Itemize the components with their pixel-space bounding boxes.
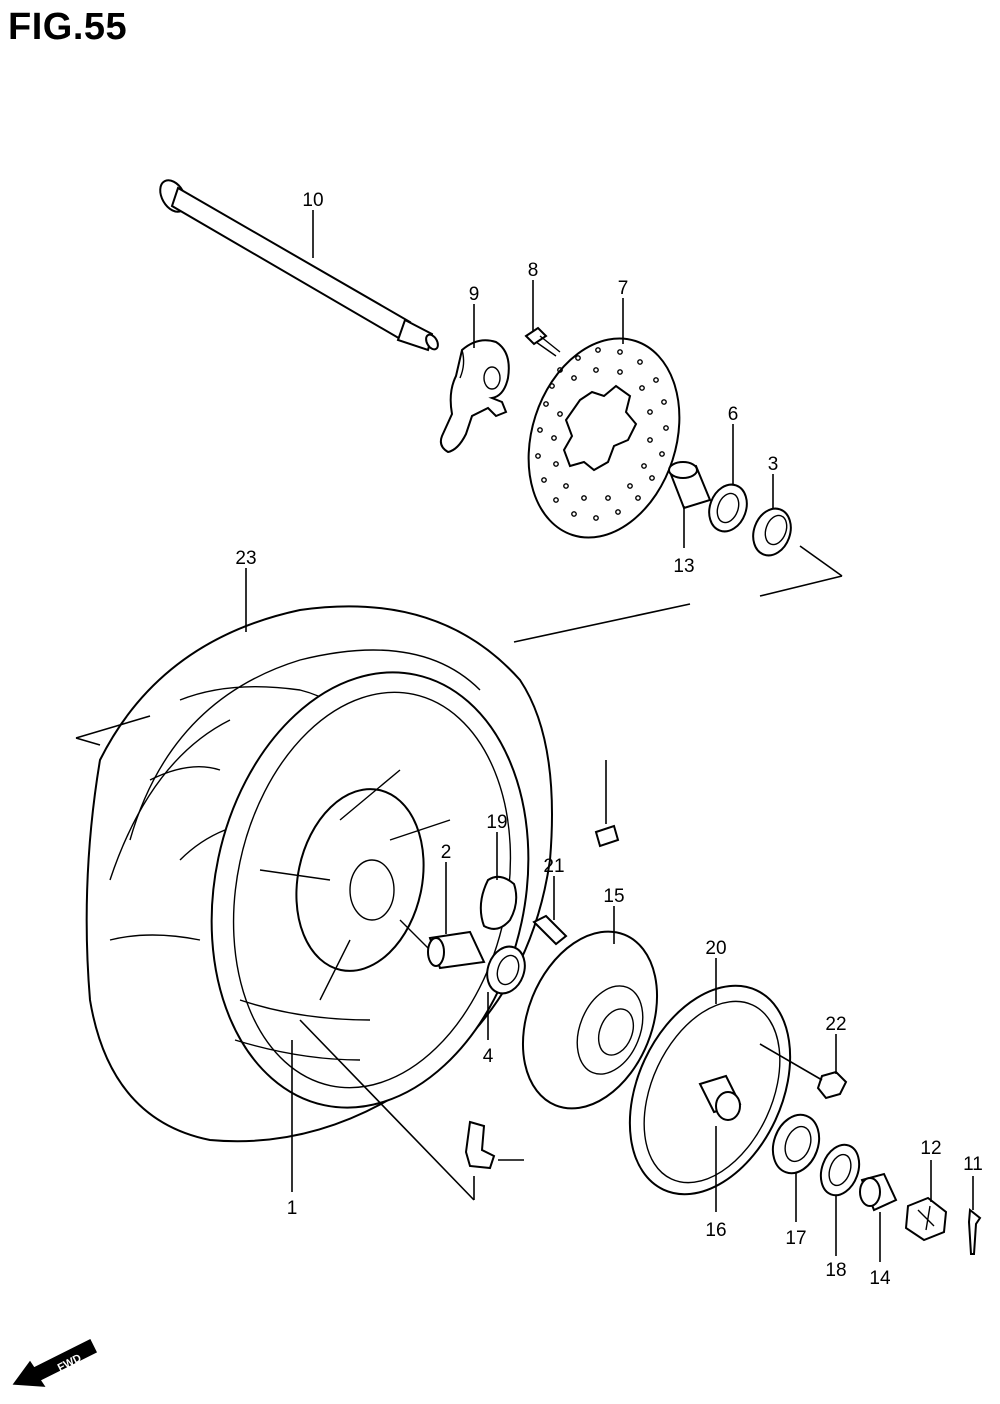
leader-lines	[75, 210, 974, 1262]
callout-8: 10	[302, 190, 323, 211]
disc-drill-holes	[535, 347, 669, 521]
part-bearing-3-upper	[752, 507, 792, 557]
callout-16: 18	[825, 1260, 846, 1281]
part-oil-seal-4	[708, 483, 748, 533]
part-bolt-19	[532, 914, 568, 946]
callout-15: 17	[785, 1228, 806, 1249]
part-bolt-6	[524, 326, 561, 357]
part-nut-20	[816, 1070, 848, 1100]
part-spacer-11	[668, 461, 712, 510]
callout-12: 14	[869, 1268, 891, 1289]
callout-1: 1	[287, 1198, 298, 1219]
part-caliper-bracket	[439, 339, 510, 454]
callout-10: 12	[920, 1138, 941, 1159]
callout-19: 21	[543, 856, 564, 877]
callout-labels: 10 9 8 7 6 3 13 23 19 2 21 15 20 22 4 1 …	[235, 190, 982, 1289]
part-valve-22	[464, 1120, 496, 1170]
callout-14: 16	[705, 1220, 726, 1241]
callout-13: 15	[603, 886, 624, 907]
callout-2: 2	[441, 842, 452, 863]
callout-11: 13	[673, 556, 694, 577]
part-sprocket-drum	[521, 930, 659, 1110]
callout-21: 23	[235, 548, 256, 569]
callout-17: 19	[486, 812, 507, 833]
callout-18: 20	[705, 938, 726, 959]
callout-3-lower: 4	[483, 1046, 494, 1067]
callout-6: 8	[528, 260, 539, 281]
part-oil-seal-16	[819, 1143, 861, 1197]
part-spacer-2	[427, 930, 486, 970]
part-stud-14	[698, 1074, 742, 1121]
part-brake-disc	[527, 337, 681, 539]
part-bearing-15	[771, 1113, 821, 1175]
part-axle	[159, 179, 439, 352]
part-bearing-3-lower	[486, 945, 526, 995]
figure-title: FIG.55	[8, 6, 128, 48]
part-wheel-rim	[210, 671, 530, 1109]
callout-5: 7	[618, 278, 629, 299]
callout-4: 6	[728, 404, 739, 425]
callout-3-upper: 3	[768, 454, 779, 475]
fwd-arrow-icon: FWD	[12, 1338, 98, 1387]
part-cushion-17	[479, 875, 518, 930]
part-spacer-12	[859, 1172, 898, 1212]
callout-20: 22	[825, 1014, 846, 1035]
part-castle-nut-10	[904, 1196, 948, 1242]
part-clip-23	[594, 824, 620, 848]
part-cotter-pin-9	[967, 1208, 982, 1255]
callout-7: 9	[469, 284, 480, 305]
callout-9: 11	[963, 1154, 983, 1175]
